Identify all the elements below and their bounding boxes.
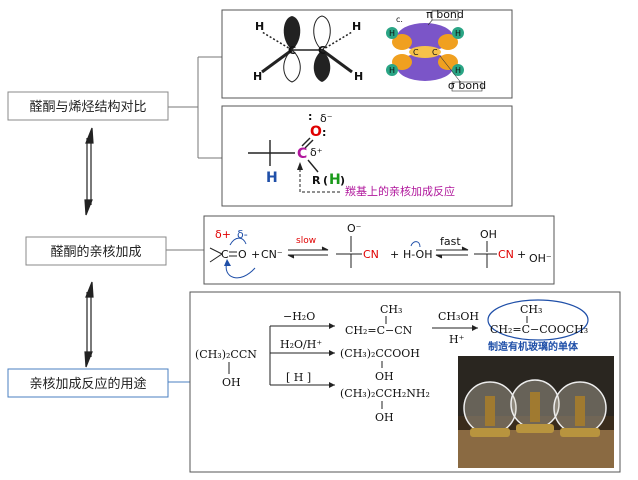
svg-text:(CH₃)₂CCN: (CH₃)₂CCN [195, 348, 257, 361]
alkene-orbital-panel: H H H H C C c. H H H H C C [221, 8, 513, 99]
svg-text:π bond: π bond [426, 8, 464, 21]
svg-text:+: + [390, 248, 399, 261]
svg-text:CH₃OH: CH₃OH [438, 310, 479, 323]
svg-text:(: ( [323, 174, 328, 187]
svg-text:δ⁻: δ⁻ [320, 112, 333, 125]
svg-text:δ⁺: δ⁺ [310, 146, 323, 159]
svg-text:fast: fast [440, 235, 461, 248]
svg-text:CN: CN [498, 248, 514, 261]
svg-text:H: H [266, 170, 278, 186]
svg-text:OH: OH [375, 411, 394, 424]
svg-text:[ H ]: [ H ] [286, 371, 311, 384]
svg-text:C: C [432, 48, 438, 57]
svg-text:c.: c. [396, 15, 403, 24]
svg-text:H⁺: H⁺ [449, 333, 465, 346]
svg-text:C: C [318, 44, 326, 57]
svg-text:CH₃: CH₃ [520, 303, 542, 316]
double-arrow-2 [84, 281, 94, 368]
svg-text:OH: OH [480, 228, 497, 241]
svg-text:O: O [238, 248, 247, 261]
double-arrow-1 [84, 127, 94, 216]
svg-text:H: H [455, 29, 461, 38]
svg-text:C: C [221, 248, 229, 261]
organic-glass-photo [458, 356, 614, 468]
svg-text:+: + [517, 248, 526, 261]
svg-text:亲核加成反应的用途: 亲核加成反应的用途 [29, 376, 146, 392]
svg-text:H: H [352, 20, 361, 33]
svg-text:CH₂=C−COOCH₃: CH₂=C−COOCH₃ [490, 323, 588, 336]
svg-text:O: O [310, 124, 322, 140]
svg-text:δ-: δ- [237, 228, 248, 241]
svg-text:C: C [288, 44, 296, 57]
svg-text::: : [322, 126, 326, 139]
label-uses: 亲核加成反应的用途 [7, 368, 169, 398]
svg-text:δ+: δ+ [215, 228, 231, 241]
svg-text:(CH₃)₂CCH₂NH₂: (CH₃)₂CCH₂NH₂ [340, 387, 430, 400]
svg-text:OH: OH [375, 370, 394, 383]
svg-text:羰基上的亲核加成反应: 羰基上的亲核加成反应 [345, 184, 455, 198]
svg-text:CH₂=C−CN: CH₂=C−CN [345, 324, 413, 337]
svg-text:(CH₃)₂CCOOH: (CH₃)₂CCOOH [340, 347, 420, 360]
svg-text:醛酮的亲核加成: 醛酮的亲核加成 [50, 244, 141, 260]
svg-text:O⁻: O⁻ [347, 222, 362, 235]
svg-text:σ bond: σ bond [448, 79, 486, 92]
svg-text:H: H [253, 70, 262, 83]
uses-panel: (CH₃)₂CCN OH −H₂O H₂O/H⁺ [ H ] CH₃ CH₂=C… [189, 291, 621, 473]
label-nucleophilic-addition: 醛酮的亲核加成 [25, 236, 167, 266]
label-structure-compare: 醛酮与烯烃结构对比 [7, 91, 169, 121]
svg-text:R: R [312, 174, 321, 187]
svg-text:H: H [389, 29, 395, 38]
p-orbital-sketch: H H H H C C [253, 15, 363, 83]
svg-text:slow: slow [296, 236, 316, 246]
svg-text:H: H [354, 70, 363, 83]
svg-text:H: H [255, 20, 264, 33]
bracket-connectors [166, 56, 222, 383]
svg-text:CH₃: CH₃ [380, 303, 402, 316]
svg-text:CN⁻: CN⁻ [261, 248, 283, 261]
svg-text:H: H [389, 66, 395, 75]
svg-text:H: H [455, 66, 461, 75]
pi-bond-orbital-model: c. H H H H C C π bond σ bond [386, 8, 486, 92]
svg-text:醛酮与烯烃结构对比: 醛酮与烯烃结构对比 [29, 99, 146, 115]
svg-text:H-OH: H-OH [403, 248, 432, 261]
svg-text:+: + [251, 248, 260, 261]
svg-text:): ) [340, 174, 345, 187]
svg-text:OH⁻: OH⁻ [529, 252, 552, 265]
svg-text::: : [308, 110, 312, 123]
svg-text:C: C [413, 48, 419, 57]
svg-text:H: H [329, 172, 341, 188]
svg-text:CN: CN [363, 248, 379, 261]
svg-text:−H₂O: −H₂O [283, 310, 315, 323]
mechanism-panel: δ+ δ- C O + CN⁻ slow O⁻ CN + H-OH fast O… [203, 215, 555, 285]
svg-text:OH: OH [222, 376, 241, 389]
svg-text:H₂O/H⁺: H₂O/H⁺ [280, 338, 322, 351]
svg-text:制造有机玻璃的单体: 制造有机玻璃的单体 [488, 340, 579, 353]
carbonyl-polarity-panel: : δ⁻ O : C δ⁺ H R ( H ) 羰基上的亲核加成反应 [221, 105, 513, 207]
svg-text:C: C [297, 146, 307, 162]
